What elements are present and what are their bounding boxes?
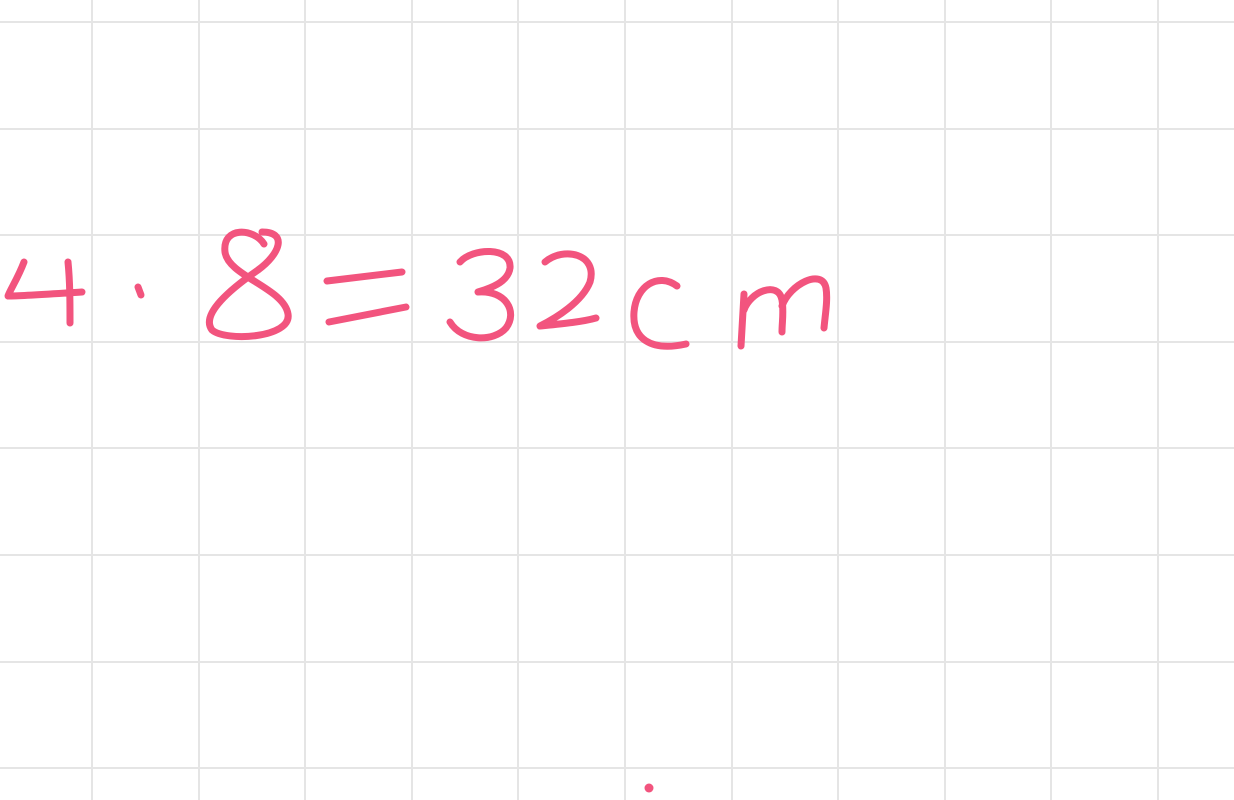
digit-3-stroke — [446, 248, 515, 342]
letter-m-stroke — [737, 275, 831, 350]
multiplication-dot — [134, 283, 145, 299]
digit-8-stroke — [206, 228, 292, 341]
stray-ink-dot — [644, 783, 654, 793]
handwritten-equation — [4, 228, 831, 793]
digit-2-stroke — [536, 250, 600, 330]
letter-c-stroke — [630, 277, 690, 350]
digit-4-stroke — [4, 258, 86, 327]
equals-sign-top — [323, 268, 406, 285]
equals-sign-bottom — [325, 303, 410, 326]
